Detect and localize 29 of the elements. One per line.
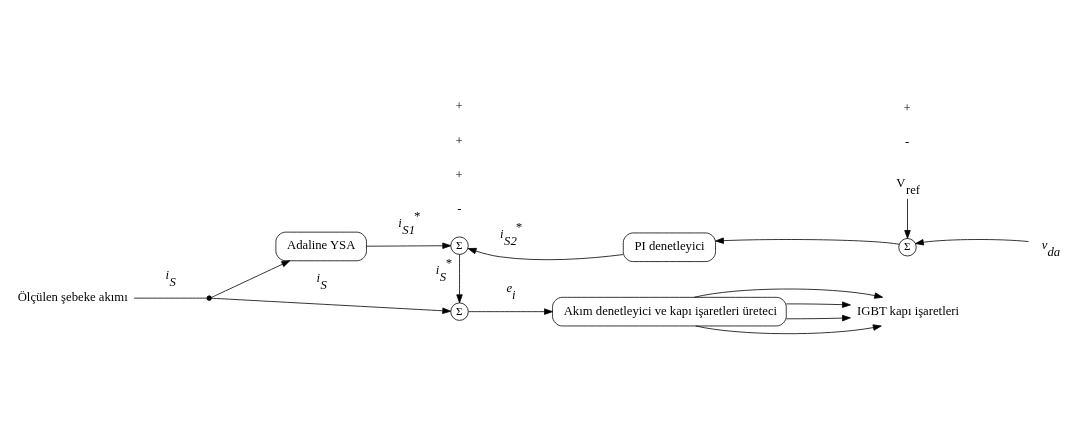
arrow (211, 297, 452, 314)
label: + (455, 167, 463, 182)
arrow (366, 242, 452, 249)
label: - (457, 201, 462, 216)
node-circle: Σ (450, 302, 469, 321)
label: + (903, 100, 911, 115)
arrow (468, 308, 553, 315)
node-circle: Σ (898, 238, 917, 257)
arrow (915, 239, 1029, 246)
arrow (785, 301, 851, 308)
node-text: Ölçülen şebeke akımı (17, 290, 128, 305)
node-dot (206, 295, 212, 301)
arrow (715, 237, 900, 245)
arrow (695, 324, 882, 335)
node-circle: Σ (450, 236, 469, 255)
node-box: Akım denetleyici ve kapı işaretleri üreteci (552, 296, 787, 327)
arrow (693, 288, 884, 299)
arrow (467, 247, 624, 261)
arrow (785, 314, 851, 322)
arrow (904, 198, 911, 239)
node-box: Adaline YSA (275, 231, 367, 262)
connector (133, 297, 208, 299)
label: + (455, 99, 463, 114)
label: - (905, 135, 910, 150)
arrow (456, 254, 463, 304)
node-box: PI denetleyici (622, 232, 716, 262)
arrow (211, 260, 291, 298)
node-text: IGBT kapı işaretleri (857, 303, 960, 318)
label: + (455, 133, 463, 148)
